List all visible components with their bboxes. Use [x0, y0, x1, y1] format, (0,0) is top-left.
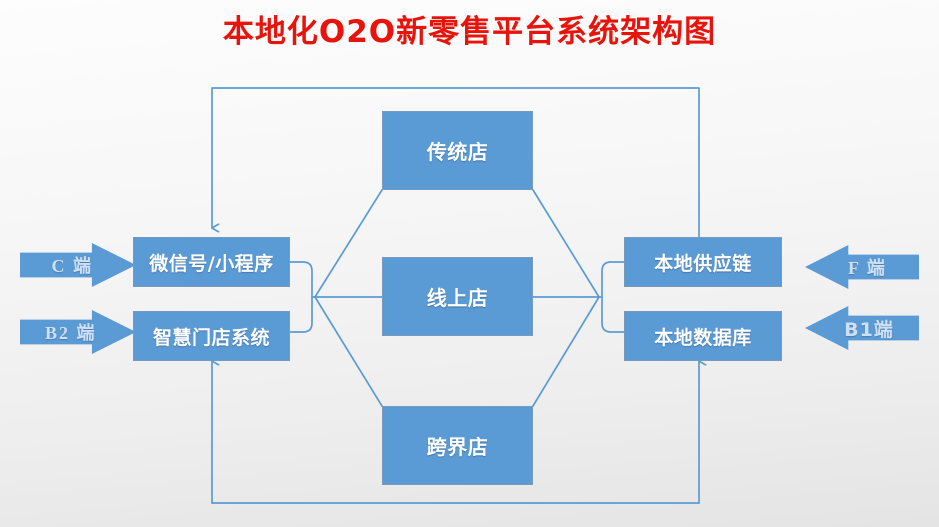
wire-right-fanin	[532, 189, 600, 407]
wire-top-feedback-loop	[212, 87, 700, 238]
node-online-store[interactable]: 线上店	[382, 257, 533, 336]
node-wechat-miniprogram[interactable]: 微信号/小程序	[133, 237, 290, 287]
wire-left-fanout	[314, 189, 383, 407]
node-traditional-store-label: 传统店	[426, 140, 489, 164]
node-smart-store-system[interactable]: 智慧门店系统	[133, 311, 290, 361]
node-wechat-miniprogram-label: 微信号/小程序	[149, 252, 274, 275]
node-crossover-store[interactable]: 跨界店	[382, 406, 533, 485]
node-local-supply-chain[interactable]: 本地供应链	[624, 237, 782, 287]
page-title: 本地化O2O新零售平台系统架构图	[222, 14, 717, 50]
node-online-store-label: 线上店	[426, 286, 489, 310]
exit-arrow-f-duan-label: F 端	[848, 258, 887, 278]
node-local-supply-chain-label: 本地供应链	[654, 252, 752, 275]
node-smart-store-system-label: 智慧门店系统	[152, 326, 270, 349]
entry-arrow-c-duan-label: C 端	[51, 256, 93, 276]
node-local-database-label: 本地数据库	[654, 326, 752, 349]
wire-right-bracket	[598, 261, 625, 333]
wire-left-bracket	[289, 261, 316, 333]
node-crossover-store-label: 跨界店	[426, 435, 489, 459]
exit-arrow-b1-duan-label: B1端	[844, 318, 894, 341]
node-traditional-store[interactable]: 传统店	[382, 111, 533, 190]
entry-arrow-b2-duan-label: B2 端	[45, 323, 97, 343]
wire-bottom-feedback-loop	[211, 361, 699, 504]
node-local-database[interactable]: 本地数据库	[624, 311, 782, 361]
